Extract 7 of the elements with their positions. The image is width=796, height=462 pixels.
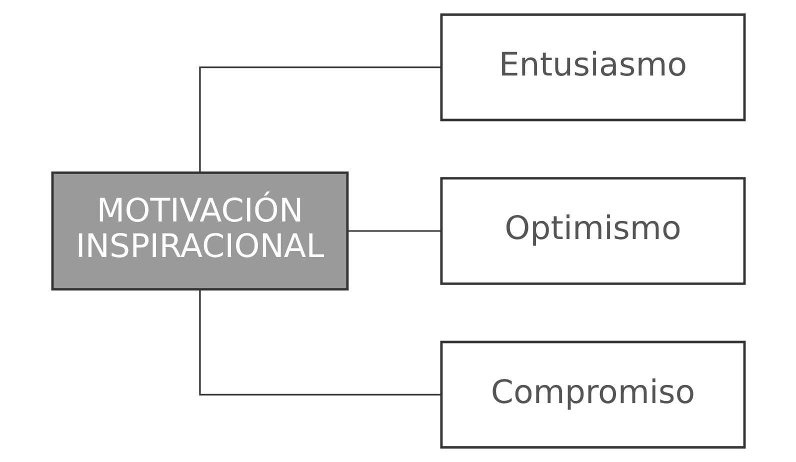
connector xyxy=(198,290,441,396)
node-box: MOTIVACIÓN INSPIRACIONAL xyxy=(50,171,348,291)
node-box: Optimismo xyxy=(440,177,746,285)
node-box: Entusiasmo xyxy=(440,13,746,122)
connector xyxy=(198,66,441,172)
connector xyxy=(347,230,441,232)
node-box: Compromiso xyxy=(440,340,746,449)
